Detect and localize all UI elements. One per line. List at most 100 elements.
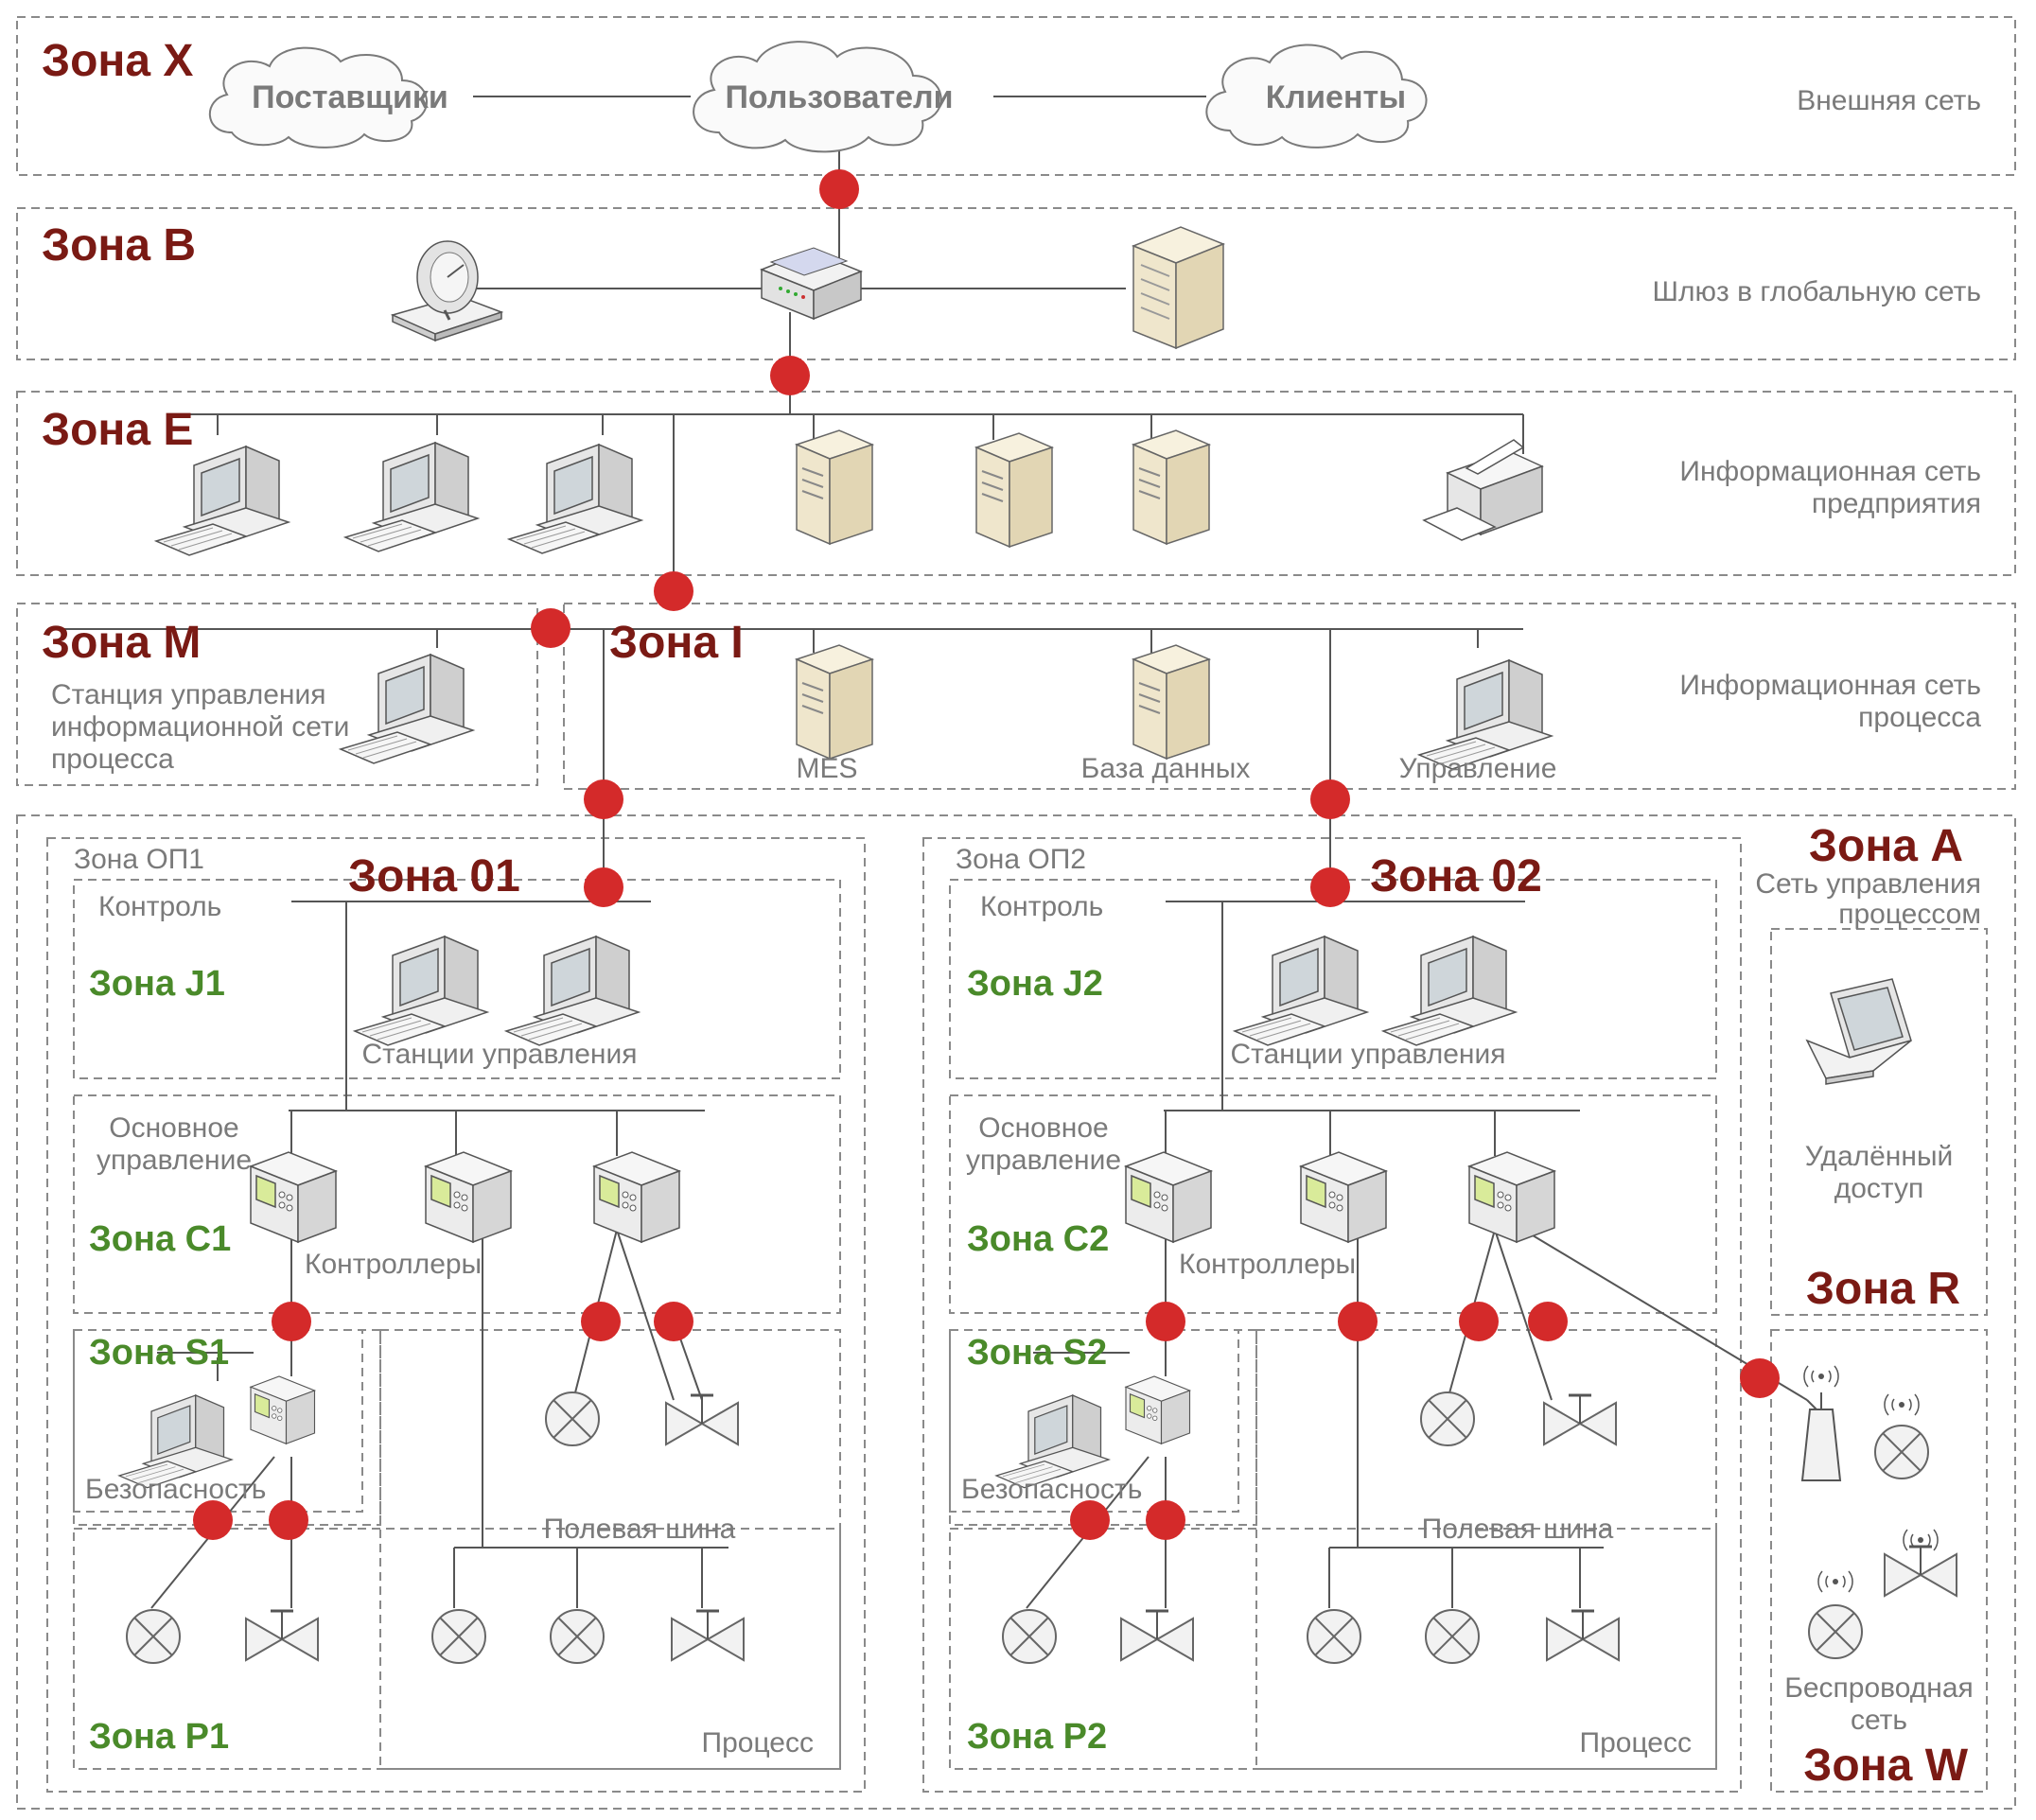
zone-c1-box [73,1094,841,1314]
zone-i-desc-1: Информационная сеть [1679,670,1981,701]
server-icon [975,432,1053,548]
zone-p2-title: Зона P2 [967,1717,1107,1757]
sensor-icon [1307,1609,1361,1664]
firewall-dots [193,169,1780,1540]
zone-b-desc: Шлюз в глобальную сеть [1653,276,1981,307]
workstation-icon [344,442,479,552]
server-icon [1132,429,1210,545]
controller-icon [1300,1151,1387,1243]
firewall-dot-icon [584,779,623,819]
zone-w-desc-1: Беспроводная [1784,1672,1974,1704]
cloud-clients-label: Клиенты [1266,79,1406,115]
firewall-dot-icon [193,1500,233,1540]
zone-m-desc-3: процесса [51,744,174,775]
zone-a-box [16,814,2016,1810]
zone-o1-title: Зона 01 [348,851,520,901]
firewall-dot-icon [1338,1302,1378,1341]
zone-p2-box [949,1528,1717,1770]
zone-e-box [16,391,2016,576]
firewall-dot-icon [1310,867,1350,907]
firewall-dot-icon [654,1302,693,1341]
zone-s1-title: Зона S1 [89,1333,229,1373]
cloud-clients: Клиенты [1205,44,1428,149]
zone-m-title: Зона M [42,618,201,668]
server-control-label: Управление [1399,753,1557,784]
server-icon [1132,644,1210,760]
workstation-icon [505,936,640,1046]
cloud-icon [693,41,942,153]
zone-c2-controllers: Контроллеры [1179,1249,1356,1280]
zone-p1-bus-box [379,1329,841,1770]
zone-c2-title: Зона C2 [967,1219,1109,1259]
sensor-icon [431,1609,486,1664]
zone-r-desc-1: Удалённый [1805,1141,1954,1172]
firewall-dot-icon [1146,1500,1185,1540]
firewall-dot-icon [1070,1500,1110,1540]
zone-e-title: Зона E [42,405,193,455]
firewall-dot-icon [654,571,693,611]
connection-lines [57,96,1817,1609]
firewall-dot-icon [819,169,859,209]
wireless-antenna-icon [1800,1365,1842,1481]
zone-p2-bus: Полевая шина [1422,1514,1614,1545]
workstation-icon [340,654,474,764]
server-mes-label: MES [796,753,857,784]
zone-r-title: Зона R [1806,1264,1960,1314]
cloud-suppliers-label: Поставщики [252,79,448,115]
zone-p1-bus: Полевая шина [544,1514,736,1545]
zone-e-desc-2: предприятия [1812,488,1981,519]
satellite-dish-icon [390,240,504,342]
valve-icon [1545,1609,1621,1662]
workstation-icon [508,444,642,554]
server-icon [796,644,873,760]
zone-r-desc-2: доступ [1834,1173,1924,1204]
zone-e-desc-1: Информационная сеть [1679,456,1981,487]
firewall-dot-icon [1146,1302,1185,1341]
zone-m-box [16,603,538,786]
cloud-icon [1205,44,1428,149]
zone-j2-label: Контроль [980,891,1103,922]
zone-x-title: Зона X [42,36,193,86]
zone-j1-stations: Станции управления [362,1039,638,1070]
zone-c1-controllers: Контроллеры [305,1249,482,1280]
valve-icon [244,1609,320,1662]
firewall-dot-icon [1740,1358,1780,1398]
workstation-icon [155,446,290,556]
cloud-icon [208,46,428,149]
zone-w-desc-2: сеть [1851,1705,1907,1736]
zone-o2-title: Зона 02 [1370,851,1542,901]
zone-p2-bus-box [1255,1329,1717,1770]
valve-icon [664,1393,740,1446]
server-icon [1131,226,1226,350]
firewall-dot-icon [1310,779,1350,819]
zone-x-desc: Внешняя сеть [1797,85,1981,116]
sensor-icon [545,1391,600,1446]
zone-s2-title: Зона S2 [967,1333,1107,1373]
server-database-label: База данных [1081,753,1251,784]
zone-j1-label: Контроль [98,891,221,922]
zone-c1-label-1: Основное [109,1112,238,1144]
zone-a-desc-1: Сеть управления [1755,868,1981,900]
zone-op2-box [922,837,1742,1793]
sensor-icon [1808,1604,1863,1659]
sensor-icon [1420,1391,1475,1446]
sensor-icon [1425,1609,1480,1664]
controller-icon [250,1375,316,1444]
wireless-icon [1817,1570,1853,1593]
valve-icon [1119,1609,1195,1662]
zone-p1-title: Зона P1 [89,1717,229,1757]
zone-c2-box [949,1094,1717,1314]
zone-op1-box [46,837,866,1793]
valve-icon [670,1609,746,1662]
zone-i-box [563,603,2016,790]
controller-icon [1468,1151,1555,1243]
zone-c1-label-2: управление [97,1145,252,1176]
zone-j2-title: Зона J2 [967,964,1103,1004]
wireless-icon [1884,1393,1920,1416]
controller-icon [425,1151,512,1243]
zone-m-desc-2: информационной сети [51,711,349,743]
firewall-dot-icon [531,608,570,648]
zone-s2-label: Безопасность [961,1474,1142,1505]
sensor-icon [550,1609,605,1664]
firewall-dot-icon [272,1302,311,1341]
